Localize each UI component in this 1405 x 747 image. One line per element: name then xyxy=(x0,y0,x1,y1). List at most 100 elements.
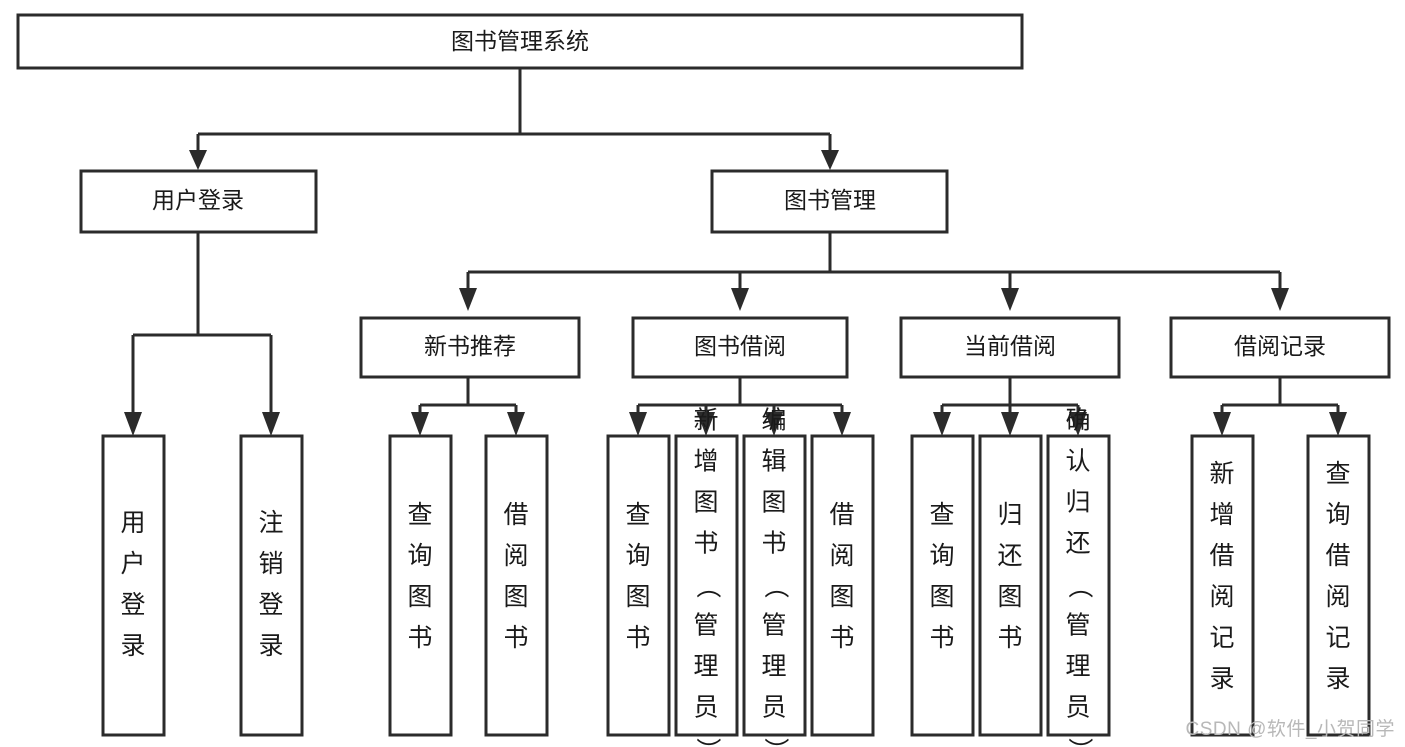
node-book-management-box xyxy=(710,169,949,234)
node-user-login-box xyxy=(79,169,318,234)
connector-group-new-book-leaves xyxy=(411,378,525,436)
svg-text:查: 查 xyxy=(625,501,650,529)
svg-text:图: 图 xyxy=(625,583,650,611)
connector-group-borrow-record-leaves xyxy=(1213,378,1347,436)
arrow-head-leaf-user-login xyxy=(124,412,142,436)
svg-text:书: 书 xyxy=(761,530,786,558)
svg-text:还: 还 xyxy=(1065,530,1090,558)
node-new-book-recommend[interactable]: 新书推荐 xyxy=(359,316,581,379)
node-borrow-record[interactable]: 借阅记录 xyxy=(1169,316,1391,379)
svg-text:阅: 阅 xyxy=(829,542,854,570)
svg-text:录: 录 xyxy=(1325,665,1350,693)
leaf-label-user-login: 用户登录 xyxy=(120,509,145,660)
svg-text:书: 书 xyxy=(929,624,954,652)
svg-text:阅: 阅 xyxy=(503,542,528,570)
svg-text:增: 增 xyxy=(693,448,718,476)
arrow-head-newbook-leaf0 xyxy=(411,412,429,436)
svg-text:询: 询 xyxy=(625,542,650,570)
svg-text:管: 管 xyxy=(693,612,718,640)
svg-text:理: 理 xyxy=(693,653,718,681)
arrow-head-user-login xyxy=(189,150,207,170)
arrow-head-current-borrow xyxy=(1001,288,1019,311)
leaf-node[interactable]: 用户登录 xyxy=(101,434,166,737)
svg-text:借: 借 xyxy=(1209,542,1234,570)
svg-text:借: 借 xyxy=(503,501,528,529)
node-book-borrow-box xyxy=(631,316,849,379)
svg-text:查: 查 xyxy=(929,501,954,529)
connector-group-root xyxy=(189,68,839,170)
leaf-box-query-book-1 xyxy=(388,434,453,737)
svg-text:书: 书 xyxy=(693,530,718,558)
svg-text:图: 图 xyxy=(407,583,432,611)
node-root-label: 图书管理系统 xyxy=(451,28,589,54)
svg-text:查: 查 xyxy=(1325,460,1350,488)
node-book-borrow[interactable]: 图书借阅 xyxy=(631,316,849,379)
node-book-management[interactable]: 图书管理 xyxy=(710,169,949,234)
arrow-head-bookborrow-leaf2 xyxy=(765,412,783,436)
svg-text:归: 归 xyxy=(997,501,1022,529)
svg-text:确: 确 xyxy=(1065,407,1090,435)
node-borrow-record-box xyxy=(1169,316,1391,379)
svg-text:图: 图 xyxy=(829,583,854,611)
svg-text:登: 登 xyxy=(120,591,145,619)
leaf-box-user-login xyxy=(101,434,166,737)
svg-text:销: 销 xyxy=(258,550,283,578)
svg-text:辑: 辑 xyxy=(761,448,786,476)
node-current-borrow[interactable]: 当前借阅 xyxy=(899,316,1121,379)
svg-text:阅: 阅 xyxy=(1325,583,1350,611)
svg-text:归: 归 xyxy=(1065,489,1090,517)
leaf-box-logout xyxy=(239,434,304,737)
svg-text:记: 记 xyxy=(1325,624,1350,652)
arrow-head-bookborrow-leaf0 xyxy=(629,412,647,436)
svg-text:户: 户 xyxy=(120,550,145,578)
svg-text:录: 录 xyxy=(120,632,145,660)
svg-text:书: 书 xyxy=(503,624,528,652)
svg-text:书: 书 xyxy=(997,624,1022,652)
leaf-box-query-borrow-record xyxy=(1306,434,1371,737)
svg-text:登: 登 xyxy=(258,591,283,619)
svg-text:管: 管 xyxy=(761,612,786,640)
svg-text:录: 录 xyxy=(258,632,283,660)
svg-text:）: ） xyxy=(1065,737,1093,747)
svg-text:用: 用 xyxy=(120,509,145,537)
svg-text:询: 询 xyxy=(407,542,432,570)
leaf-box-return-book xyxy=(978,434,1043,737)
svg-text:还: 还 xyxy=(997,542,1022,570)
node-new-book-recommend-label: 新书推荐 xyxy=(424,333,516,359)
svg-text:（: （ xyxy=(761,573,789,598)
svg-text:员: 员 xyxy=(761,694,786,722)
node-user-login[interactable]: 用户登录 xyxy=(79,169,318,234)
arrow-head-borrowrecord-leaf1 xyxy=(1329,412,1347,436)
arrow-head-bookborrow-leaf3 xyxy=(833,412,851,436)
svg-text:（: （ xyxy=(693,573,721,598)
svg-text:询: 询 xyxy=(929,542,954,570)
leaf-box-query-book-2 xyxy=(606,434,671,737)
svg-text:图: 图 xyxy=(997,583,1022,611)
node-current-borrow-box xyxy=(899,316,1121,379)
leaf-box-borrow-book-2 xyxy=(810,434,875,737)
svg-text:书: 书 xyxy=(407,624,432,652)
svg-text:增: 增 xyxy=(1209,501,1234,529)
node-book-management-label: 图书管理 xyxy=(784,187,876,213)
node-root[interactable]: 图书管理系统 xyxy=(16,13,1024,70)
arrow-head-borrow-record xyxy=(1271,288,1289,311)
